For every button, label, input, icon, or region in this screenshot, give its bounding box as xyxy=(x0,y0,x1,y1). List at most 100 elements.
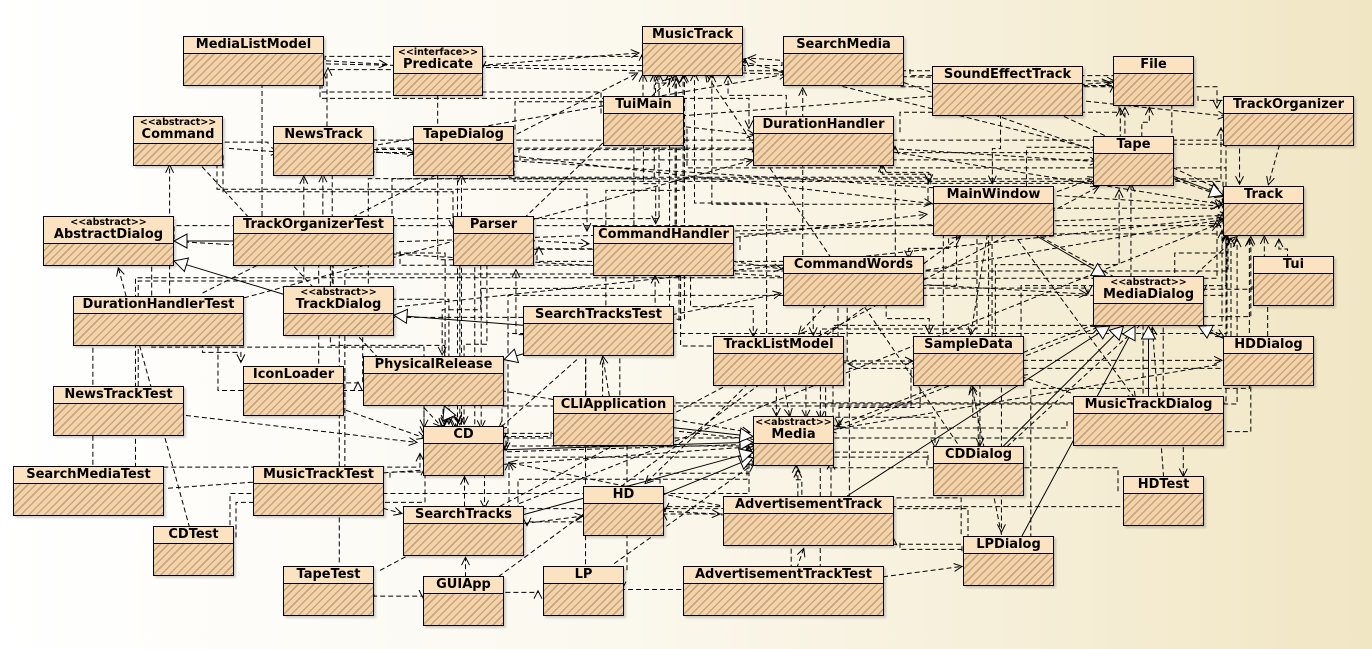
dependency-arrow-PhysicalRelease-CD xyxy=(446,407,456,428)
class-box-track-dialog[interactable]: <<abstract>>TrackDialog xyxy=(283,286,394,336)
class-box-cddialog[interactable]: CDDialog xyxy=(933,446,1024,496)
class-body xyxy=(154,544,233,575)
dependency-arrow-Predicate-CD xyxy=(437,94,460,425)
dependency-arrow-CD-Media xyxy=(506,444,756,453)
dependency-arrow-NewsTrack-Track xyxy=(369,151,1219,206)
class-box-music-track-dialog[interactable]: MusicTrackDialog xyxy=(1073,396,1224,446)
dependency-arrow-AbstractDialog-Track xyxy=(173,212,1223,240)
class-box-tui[interactable]: Tui xyxy=(1253,256,1334,306)
class-body xyxy=(643,44,742,75)
class-box-search-media-test[interactable]: SearchMediaTest xyxy=(13,466,164,516)
class-header: MainWindow xyxy=(934,187,1053,204)
class-box-lpdialog[interactable]: LPDialog xyxy=(963,536,1054,586)
class-box-track-list-model[interactable]: TrackListModel xyxy=(713,336,844,386)
class-name: TrackOrganizerTest xyxy=(243,217,384,232)
class-box-main-window[interactable]: MainWindow xyxy=(933,186,1054,236)
class-box-tui-main[interactable]: TuiMain xyxy=(603,96,684,146)
class-box-command[interactable]: <<abstract>>Command xyxy=(133,116,223,166)
class-name: MainWindow xyxy=(946,187,1041,202)
class-box-duration-handler[interactable]: DurationHandler xyxy=(753,116,894,166)
class-body xyxy=(934,204,1053,235)
dependency-arrow-CommandHandler-TrackListModel xyxy=(690,276,754,337)
class-body xyxy=(364,374,503,405)
class-header: CommandWords xyxy=(784,257,923,274)
class-box-search-tracks-test[interactable]: SearchTracksTest xyxy=(523,306,674,356)
class-box-track[interactable]: Track xyxy=(1223,186,1304,236)
class-box-tape-test[interactable]: TapeTest xyxy=(283,566,374,616)
class-box-news-track[interactable]: NewsTrack xyxy=(273,126,374,176)
class-box-hd[interactable]: HD xyxy=(583,486,664,536)
class-name: TrackOrganizer xyxy=(1232,97,1345,112)
class-box-cliapplication[interactable]: CLIApplication xyxy=(553,396,674,446)
class-name: TrackListModel xyxy=(723,337,834,352)
dependency-arrow-MainWindow-CommandWords xyxy=(909,238,950,258)
class-header: HD xyxy=(584,487,663,504)
dependency-arrow-TapeDialog-MainWindow xyxy=(512,155,932,203)
dependency-arrow-CD-Track xyxy=(507,226,1227,442)
class-box-sound-effect-track[interactable]: SoundEffectTrack xyxy=(932,66,1083,116)
class-header: TapeDialog xyxy=(414,127,513,144)
dependency-arrow-Predicate-MediaListModel xyxy=(328,68,398,72)
class-header: <<abstract>>MediaDialog xyxy=(1094,277,1203,304)
dependency-arrow-AdvertisementTrack-CD xyxy=(509,462,729,508)
dependency-arrow-MainWindow-SampleData xyxy=(971,234,988,335)
dependency-arrow-HD-Media xyxy=(659,455,749,492)
class-box-cdtest[interactable]: CDTest xyxy=(153,526,234,576)
dependency-arrow-File-Track xyxy=(1171,104,1240,184)
class-box-lp[interactable]: LP xyxy=(543,566,624,616)
class-box-music-track[interactable]: MusicTrack xyxy=(642,26,743,76)
class-name: MediaListModel xyxy=(195,37,312,52)
class-box-media-dialog[interactable]: <<abstract>>MediaDialog xyxy=(1093,276,1204,326)
class-box-tape[interactable]: Tape xyxy=(1093,136,1174,186)
class-box-hddialog[interactable]: HDDialog xyxy=(1223,336,1314,386)
class-header: NewsTrack xyxy=(274,127,373,144)
dependency-arrow-MainWindow-MusicTrackDialog xyxy=(1017,239,1136,400)
class-header: MediaListModel xyxy=(184,37,323,54)
class-header: GUIApp xyxy=(424,577,503,594)
class-box-news-track-test[interactable]: NewsTrackTest xyxy=(53,386,184,436)
class-box-abstract-dialog[interactable]: <<abstract>>AbstractDialog xyxy=(43,216,174,266)
dependency-arrow-Tui-Track xyxy=(1279,239,1288,259)
class-box-command-handler[interactable]: CommandHandler xyxy=(593,226,734,276)
class-box-advertisement-track-test[interactable]: AdvertisementTrackTest xyxy=(683,566,884,616)
dependency-arrow-TrackOrganizerTest-TrackOrganizer xyxy=(391,128,1221,230)
dependency-arrow-SearchTracksTest-CD xyxy=(498,359,578,430)
dependency-arrow-AdvertisementTrack-LPDialog xyxy=(899,542,969,556)
class-header: AdvertisementTrackTest xyxy=(684,567,883,584)
class-body xyxy=(684,584,883,615)
class-box-file[interactable]: File xyxy=(1113,56,1194,106)
class-box-track-organizer[interactable]: TrackOrganizer xyxy=(1223,96,1354,146)
class-box-search-media[interactable]: SearchMedia xyxy=(783,36,904,86)
dependency-arrow-MusicTrackTest-SearchTracks xyxy=(382,508,402,513)
dependency-arrow-CLIApplication-CD xyxy=(502,431,552,442)
class-box-physical-release[interactable]: PhysicalRelease xyxy=(363,356,504,406)
dependency-arrow-MusicTrackDialog-Track xyxy=(1162,237,1251,397)
class-box-icon-loader[interactable]: IconLoader xyxy=(243,366,344,416)
class-header: TrackOrganizer xyxy=(1224,97,1353,114)
class-box-command-words[interactable]: CommandWords xyxy=(783,256,924,306)
class-body xyxy=(784,54,903,85)
class-box-media-list-model[interactable]: MediaListModel xyxy=(183,36,324,86)
dependency-arrow-CDDialog-Media xyxy=(829,444,929,461)
class-box-search-tracks[interactable]: SearchTracks xyxy=(403,506,524,556)
class-box-cd[interactable]: CD xyxy=(423,426,504,476)
class-box-track-organizer-test[interactable]: TrackOrganizerTest xyxy=(233,216,394,266)
class-box-music-track-test[interactable]: MusicTrackTest xyxy=(253,466,384,516)
inheritance-arrow-HDDialog-MediaDialog xyxy=(1197,325,1224,340)
class-box-parser[interactable]: Parser xyxy=(453,216,534,266)
class-box-sample-data[interactable]: SampleData xyxy=(913,336,1024,386)
class-header: <<abstract>>TrackDialog xyxy=(284,287,393,314)
class-name: Parser xyxy=(469,217,518,232)
class-box-advertisement-track[interactable]: AdvertisementTrack xyxy=(723,496,894,546)
dependency-arrow-TrackOrganizer-Track xyxy=(1268,144,1280,185)
class-box-duration-handler-test[interactable]: DurationHandlerTest xyxy=(73,296,244,346)
dependency-arrow-SampleData-MusicTrack xyxy=(712,74,944,335)
class-header: AdvertisementTrack xyxy=(724,497,893,514)
class-box-predicate[interactable]: <<interface>>Predicate xyxy=(393,46,483,96)
class-box-media[interactable]: <<abstract>>Media xyxy=(753,416,834,466)
class-box-guiapp[interactable]: GUIApp xyxy=(423,576,504,626)
class-box-hdtest[interactable]: HDTest xyxy=(1123,476,1204,526)
dependency-arrow-CDDialog-SampleData xyxy=(973,387,979,448)
class-body xyxy=(254,484,383,515)
class-box-tape-dialog[interactable]: TapeDialog xyxy=(413,126,514,176)
